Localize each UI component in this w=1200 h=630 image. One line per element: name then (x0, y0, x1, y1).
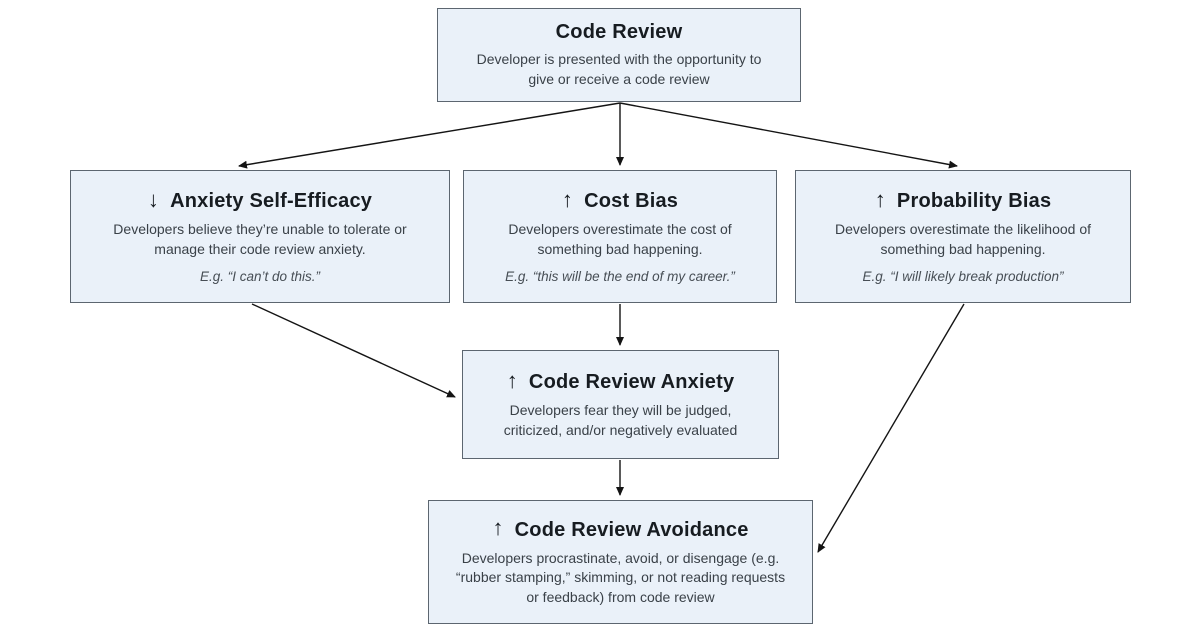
node-code-review-body: Developer is presented with the opportun… (476, 51, 762, 87)
node-cost-bias-body: Developers overestimate the cost of some… (508, 221, 732, 257)
node-anxiety-self-efficacy-example: E.g. “I can’t do this.” (199, 268, 321, 284)
node-anxiety-self-efficacy-title-text: Anxiety Self-Efficacy (170, 190, 373, 213)
arrow-code-review-to-anxiety-self-efficacy (238, 102, 621, 169)
node-probability-bias-example: E.g. “I will likely break production” (862, 268, 1064, 284)
arrow-code-review-to-probability-bias (619, 102, 958, 169)
node-probability-bias-title: ↑ Probability Bias (874, 186, 1052, 214)
node-cost-bias: ↑ Cost Bias Developers overestimate the … (463, 170, 777, 303)
node-cost-bias-title: ↑ Cost Bias (561, 186, 679, 214)
node-anxiety-self-efficacy-title: ↓ Anxiety Self-Efficacy (147, 186, 373, 214)
node-cost-bias-title-text: Cost Bias (584, 190, 679, 213)
node-code-review-anxiety-title-text: Code Review Anxiety (528, 370, 735, 393)
increase-arrow-icon: ↑ (506, 367, 518, 393)
node-code-review-avoidance: ↑ Code Review Avoidance Developers procr… (428, 500, 813, 624)
node-code-review-anxiety: ↑ Code Review Anxiety Developers fear th… (462, 350, 779, 459)
increase-arrow-icon: ↑ (492, 515, 504, 541)
node-code-review-title-text: Code Review (555, 21, 683, 44)
node-code-review: Code Review Developer is presented with … (437, 8, 801, 102)
node-probability-bias: ↑ Probability Bias Developers overestima… (795, 170, 1131, 303)
node-probability-bias-body: Developers overestimate the likelihood o… (834, 221, 1092, 257)
node-code-review-anxiety-body: Developers fear they will be judged, cri… (503, 402, 738, 438)
node-code-review-avoidance-body: Developers procrastinate, avoid, or dise… (455, 549, 786, 605)
node-code-review-title: Code Review (556, 20, 683, 44)
increase-arrow-icon: ↑ (874, 186, 886, 212)
arrow-anxiety-self-efficacy-to-code-review-anxiety (251, 303, 456, 398)
node-code-review-anxiety-title: ↑ Code Review Anxiety (506, 367, 735, 395)
decrease-arrow-icon: ↓ (147, 186, 160, 212)
node-anxiety-self-efficacy: ↓ Anxiety Self-Efficacy Developers belie… (70, 170, 450, 303)
arrow-probability-bias-to-code-review-avoidance (817, 303, 965, 553)
node-anxiety-self-efficacy-body: Developers believe they’re unable to tol… (113, 221, 407, 257)
node-code-review-avoidance-title: ↑ Code Review Avoidance (492, 515, 749, 542)
node-cost-bias-example: E.g. “this will be the end of my career.… (505, 268, 735, 284)
node-code-review-avoidance-title-text: Code Review Avoidance (514, 518, 749, 541)
increase-arrow-icon: ↑ (561, 186, 574, 212)
node-probability-bias-title-text: Probability Bias (896, 190, 1052, 213)
